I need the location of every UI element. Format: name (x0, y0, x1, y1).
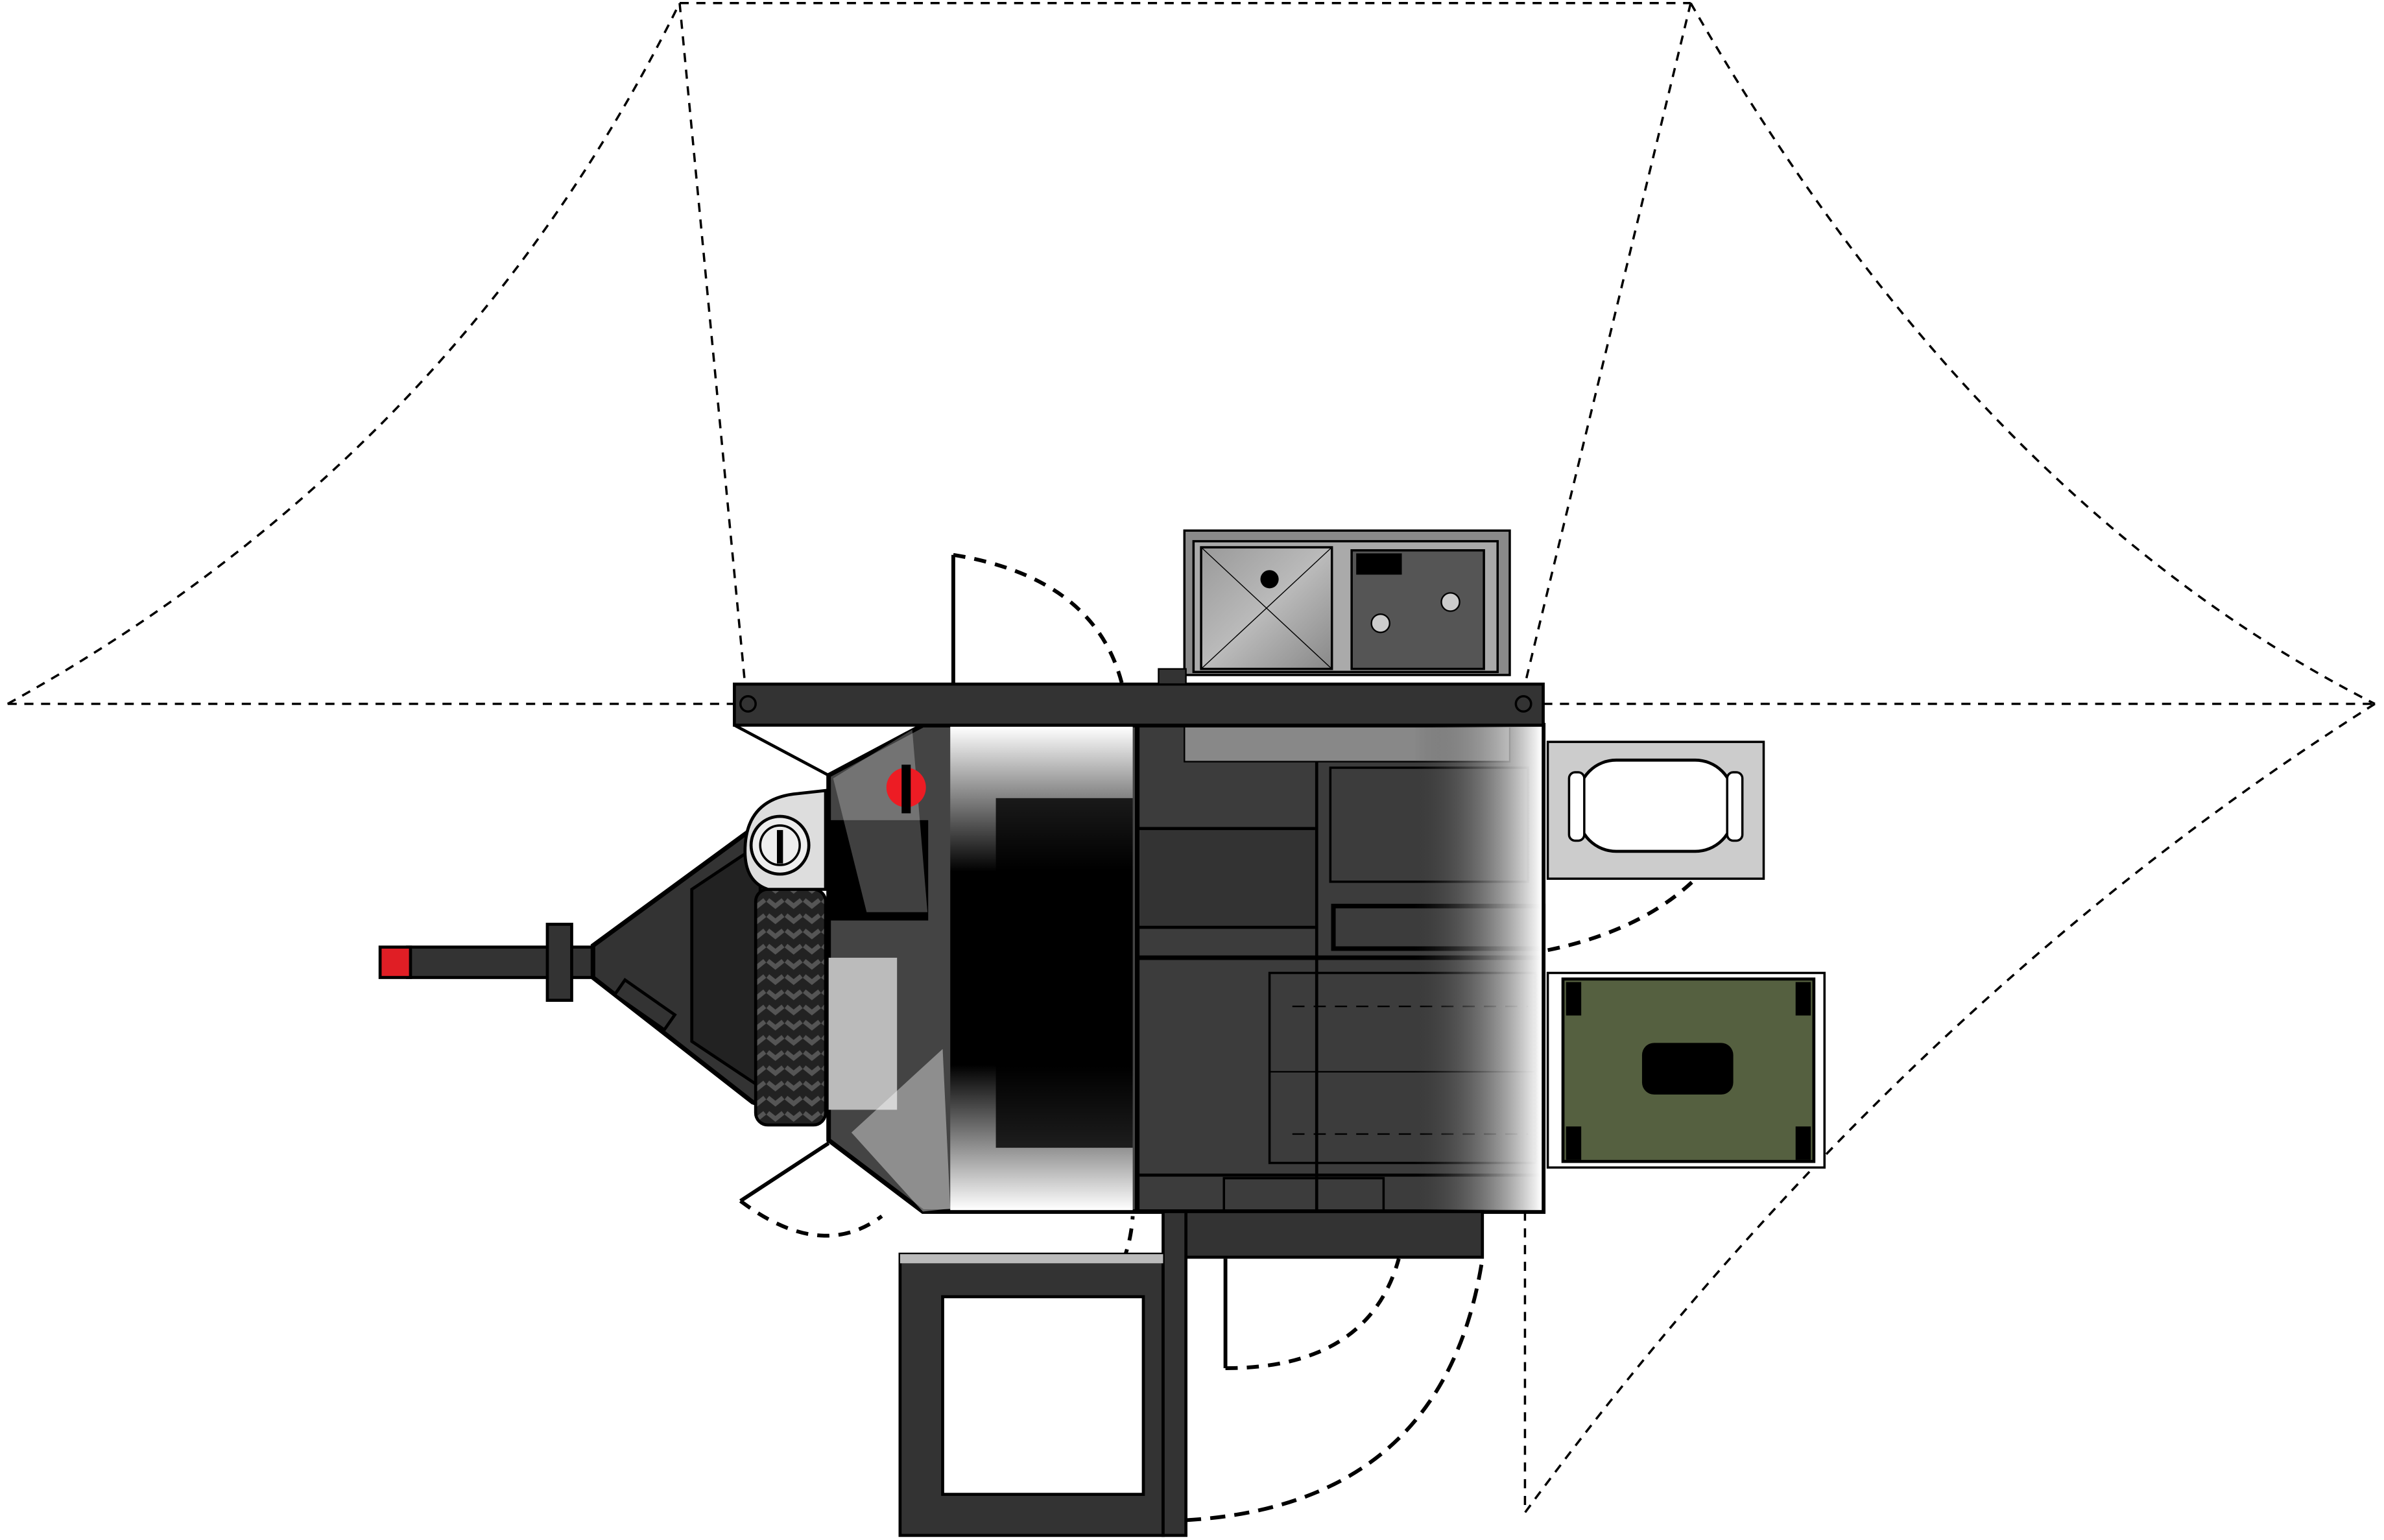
side-tent-frame (898, 1210, 1484, 1537)
hitch-coupler (378, 945, 412, 979)
burner-icon (1440, 592, 1460, 612)
awning-rail (732, 682, 1545, 777)
trailer-body (1135, 722, 1546, 1214)
cargo-handle (1641, 1043, 1734, 1095)
seat-icon (1577, 758, 1735, 853)
burner-icon (1370, 613, 1390, 634)
rear-cargo-box (1546, 971, 1826, 1169)
tongue-assembly (378, 818, 778, 1113)
rear-chair-tray (1546, 740, 1765, 880)
jack-mount (545, 923, 573, 1002)
kitchen-unit (1158, 529, 1511, 685)
awning-outline (6, 1, 2376, 1513)
safety-chain-box (612, 978, 677, 1032)
sink-drain-icon (1260, 570, 1279, 589)
spare-tire (754, 888, 828, 1127)
front-storage (743, 722, 1140, 1214)
